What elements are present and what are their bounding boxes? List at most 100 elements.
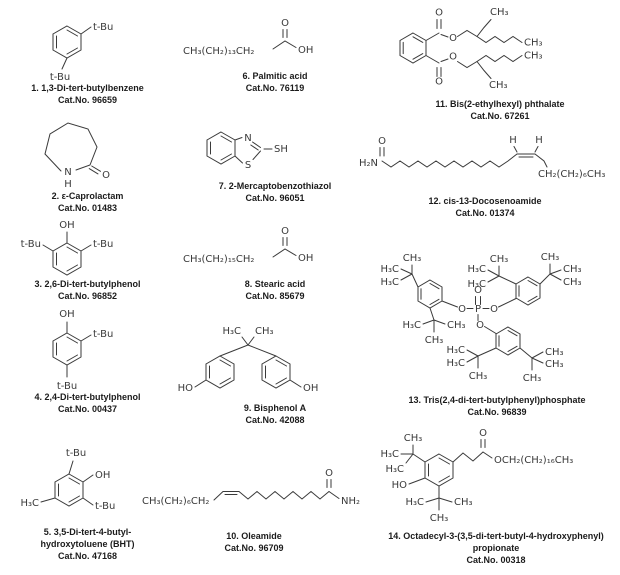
compound-cell-8: CH₃(CH₂)₁₅CH₂ O OH 8. Stearic acid Cat.N… [175,224,375,302]
compound-caption: 8. Stearic acid Cat.No. 85679 [175,278,375,302]
atom-label-n: N [64,167,71,178]
atom-label-ch3: CH₃ [490,7,509,18]
atom-label-ch3: CH₃ [469,371,488,382]
atom-label-ch3: CH₃ [524,38,543,49]
atom-label-oh: OH [298,253,313,264]
atom-label-ch3: CH₃ [490,254,509,265]
atom-label-ch3: CH₃ [545,359,564,370]
compound-catno: Cat.No. 96839 [467,407,527,417]
atom-label-ch3: CH₃ [425,335,444,346]
atom-label-oh: OH [59,309,74,320]
atom-label-ch3: CH₃ [447,320,466,331]
structure-8-drawing: CH₃(CH₂)₁₅CH₂ O OH [183,226,313,265]
structure-4-drawing: OH t-Bu t-Bu [52,309,113,391]
compound-name: 8. Stearic acid [244,279,306,289]
chain-formula: CH₂(CH₂)₆CH₃ [538,169,605,180]
compound-catno: Cat.No. 00437 [57,404,118,414]
bond-lines [52,25,92,70]
compound-catno: Cat.No. 96051 [245,193,305,203]
atom-label-ch3: CH₃ [403,253,422,264]
atom-label-ch3: CH₃ [430,513,449,524]
compound-cell-4: OH t-Bu t-Bu 4. 2,4-Di-tert-butylphenol … [5,303,170,415]
atom-label-ch3: CH₃ [454,497,473,508]
atom-label-h3c: H₃C [402,320,421,331]
compound-name: 6. Palmitic acid [242,71,308,81]
bond-lines [194,336,302,389]
atom-label-tbu: t-Bu [66,448,86,459]
compound-name-line2: propionate [472,543,520,553]
atom-label-h3c: H₃C [446,345,465,356]
atom-label-h3c: H₃C [222,326,241,337]
compound-name: 10. Oleamide [226,531,282,541]
atom-label-h: H [535,135,543,146]
atom-label-o: O [479,428,487,439]
atom-label-tbu: t-Bu [93,329,113,340]
atom-label-h: H [509,135,517,146]
atom-label-p: P [475,304,481,315]
compound-name: 2. ε-Caprolactam [51,191,124,201]
compound-cell-9: H₃C CH₃ HO OH 9. Bisphenol A Cat.No. 420… [175,320,375,426]
compound-name-line2: hydroxytoluene (BHT) [40,539,135,549]
structure-1-drawing: t-Bu t-Bu [50,22,114,82]
bond-lines [399,19,523,79]
compound-name: 9. Bisphenol A [243,403,307,413]
atom-label-tbu: t-Bu [93,22,113,33]
atom-label-ch3: CH₃ [489,80,508,91]
atom-label-tbu: t-Bu [93,239,113,250]
compound-name: 4. 2,4-Di-tert-butylphenol [34,392,141,402]
structure-6-drawing: CH₃(CH₂)₁₃CH₂ O OH [183,18,313,57]
compound-cell-3: OH t-Bu t-Bu 3. 2,6-Di-tert-butylphenol … [5,212,170,302]
chain-formula: CH₃(CH₂)₁₅CH₂ [183,254,254,265]
atom-label-oh: OH [59,220,74,231]
atom-label-s: S [245,160,251,171]
atom-label-o: O [474,285,482,296]
compound-name: 7. 2-Mercaptobenzothiazol [218,181,332,191]
compound-caption: 6. Palmitic acid Cat.No. 76119 [175,70,375,94]
bond-lines [272,237,297,258]
compound-cell-12: H₂N O H H CH₂(CH₂)₆CH₃ 12. cis-13-Docose… [352,133,618,219]
compound-caption: 14. Octadecyl-3-(3,5-di-tert-butyl-4-hyd… [375,530,617,566]
compound-caption: 12. cis-13-Docosenoamide Cat.No. 01374 [352,195,618,219]
atom-label-h: H [64,179,72,190]
compound-name: 13. Tris(2,4-di-tert-butylphenyl)phospha… [408,395,586,405]
compound-catno: Cat.No. 01483 [57,203,118,213]
bond-lines [42,231,92,276]
structure-11-drawing: O O CH₃ CH₃ O O CH₃ CH₃ [399,7,543,91]
atom-label-tbu: t-Bu [95,501,115,512]
compound-cell-10: CH₃(CH₂)₆CH₂ O NH₂ 10. Oleamide Cat.No. … [138,466,370,554]
bond-lines [206,131,273,165]
atom-label-nh2: NH₂ [341,496,360,507]
compound-catno: Cat.No. 85679 [245,291,305,301]
bond-lines [379,146,548,168]
atom-label-h3c: H₃C [380,449,399,460]
bond-lines [272,29,297,50]
structure-5-drawing: t-Bu OH t-Bu H₃C [20,448,115,512]
compound-cell-2: N H O 2. ε-Caprolactam Cat.No. 01483 [5,110,170,214]
compound-catno: Cat.No. 96709 [224,543,284,553]
chain-formula: CH₃(CH₂)₁₃CH₂ [183,46,254,57]
atom-label-ch3: CH₃ [563,277,582,288]
compound-name: 14. Octadecyl-3-(3,5-di-tert-butyl-4-hyd… [388,531,604,541]
compound-cell-11: O O CH₃ CH₃ O O CH₃ CH₃ 11. Bis(2-ethylh… [385,2,615,122]
atom-label-ch3: CH₃ [404,433,423,444]
atom-label-o: O [325,468,333,479]
compound-name: 12. cis-13-Docosenoamide [428,196,542,206]
atom-label-h3c: H₃C [467,264,486,275]
atom-label-sh: SH [274,144,288,155]
atom-label-h3c: H₃C [20,498,39,509]
atom-label-tbu: t-Bu [21,239,41,250]
atom-label-h2n: H₂N [359,158,378,169]
compound-catno: Cat.No. 96659 [57,95,118,105]
atom-label-ho: HO [178,383,194,394]
compound-catno: Cat.No. 67261 [470,111,530,121]
compound-catno: Cat.No. 42088 [245,415,305,425]
compound-caption: 7. 2-Mercaptobenzothiazol Cat.No. 96051 [175,180,375,204]
compound-catno: Cat.No. 00318 [466,555,526,565]
structure-10-drawing: CH₃(CH₂)₆CH₂ O NH₂ [142,468,360,507]
compound-catno: Cat.No. 47168 [57,551,118,561]
compound-cell-6: CH₃(CH₂)₁₃CH₂ O OH 6. Palmitic acid Cat.… [175,16,375,94]
atom-label-n: N [244,133,251,144]
atom-label-o: O [102,170,110,181]
atom-label-o: O [435,8,443,19]
